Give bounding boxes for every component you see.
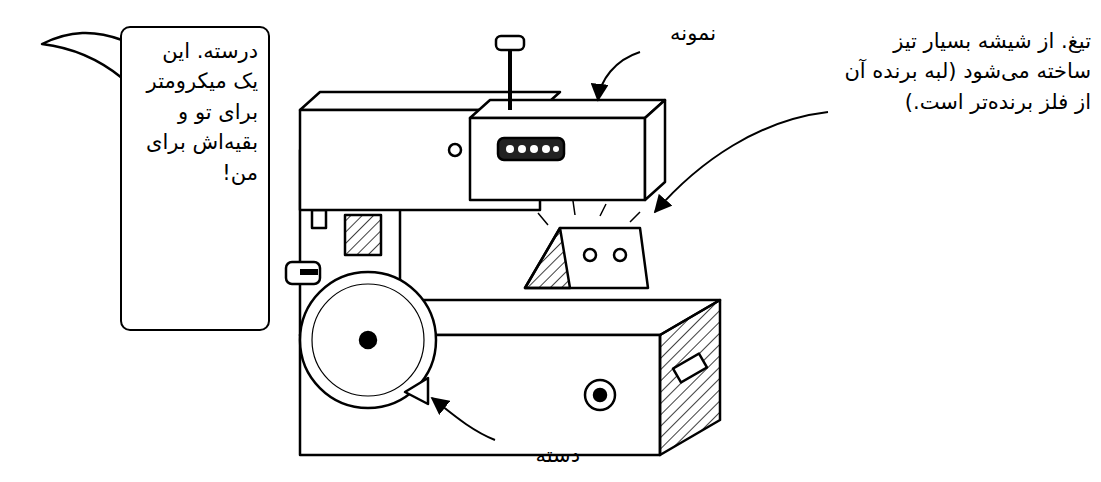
blade-holder-side (525, 228, 570, 288)
top-knob (496, 36, 524, 50)
blade-sparkle (538, 201, 640, 225)
base-side (660, 300, 720, 455)
wheel (300, 272, 436, 408)
blade-holder (525, 228, 648, 288)
handle-knob (286, 262, 320, 284)
holder-side (645, 100, 665, 200)
column-window (312, 210, 326, 228)
base-knob (585, 380, 615, 410)
leader-blade (655, 112, 828, 212)
base-slot (673, 354, 707, 383)
handle-tab (405, 378, 428, 404)
speech-bubble: درسته. این یک میکرومتر برای تو و بقیه‌اش… (120, 26, 270, 331)
leader-sample (598, 52, 640, 100)
part-label: نمونه (606, 18, 716, 48)
column-screw (345, 215, 381, 255)
speech-text: درسته. این یک میکرومتر برای تو و بقیه‌اش… (132, 36, 258, 188)
bubble-tail (42, 33, 122, 78)
sample-holder (470, 118, 645, 200)
part-label: تیغ. از شیشه بسیار تیز ساخته می‌شود (لبه… (836, 26, 1091, 117)
leader-handle (432, 398, 495, 440)
sample (498, 138, 564, 160)
screw-dot (449, 144, 461, 156)
base-knob-center (594, 389, 606, 401)
part-label: دسته (470, 440, 580, 470)
holder-top (470, 100, 665, 118)
